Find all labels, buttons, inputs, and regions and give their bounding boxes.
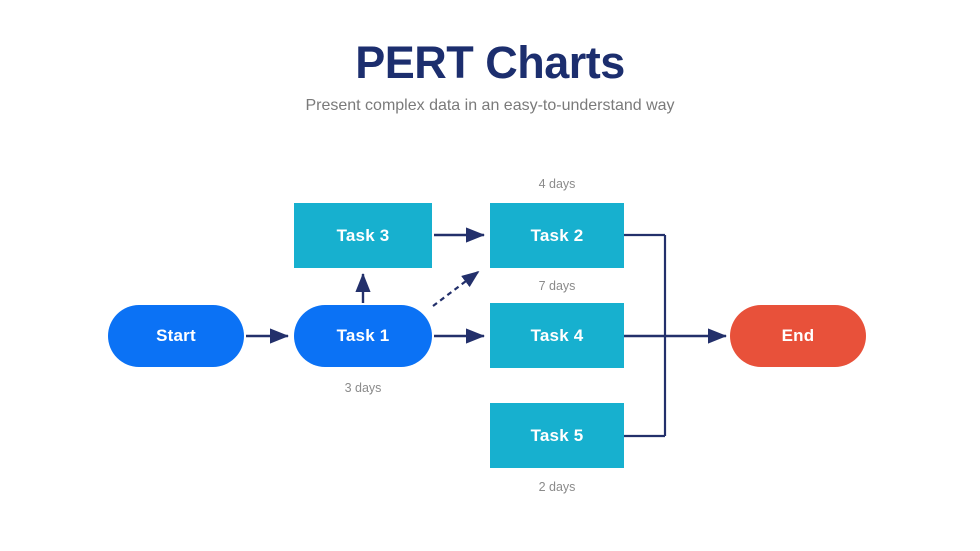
node-task5[interactable]: Task 5: [490, 403, 624, 468]
node-end-label: End: [781, 326, 815, 345]
node-end[interactable]: End: [730, 305, 866, 367]
node-start[interactable]: Start: [108, 305, 244, 367]
duration-label-task5: 2 days: [538, 480, 576, 494]
page-subtitle: Present complex data in an easy-to-under…: [305, 97, 675, 114]
node-task1-label: Task 1: [336, 326, 390, 345]
edge-task1-to-task2-dashed: [432, 270, 480, 307]
node-start-label: Start: [156, 326, 196, 345]
duration-label-task2: 4 days: [538, 177, 576, 191]
node-task4[interactable]: Task 4: [490, 303, 624, 368]
node-task2-label: Task 2: [530, 225, 584, 245]
duration-label-task1: 3 days: [344, 381, 382, 395]
node-task3-label: Task 3: [336, 225, 390, 245]
node-task3[interactable]: Task 3: [294, 203, 432, 268]
node-task2[interactable]: Task 2: [490, 203, 624, 268]
node-task1[interactable]: Task 1: [294, 305, 432, 367]
node-task5-label: Task 5: [530, 425, 584, 445]
page-title: PERT Charts: [355, 37, 625, 88]
node-task4-label: Task 4: [530, 325, 584, 345]
duration-label-task4: 7 days: [538, 279, 576, 293]
